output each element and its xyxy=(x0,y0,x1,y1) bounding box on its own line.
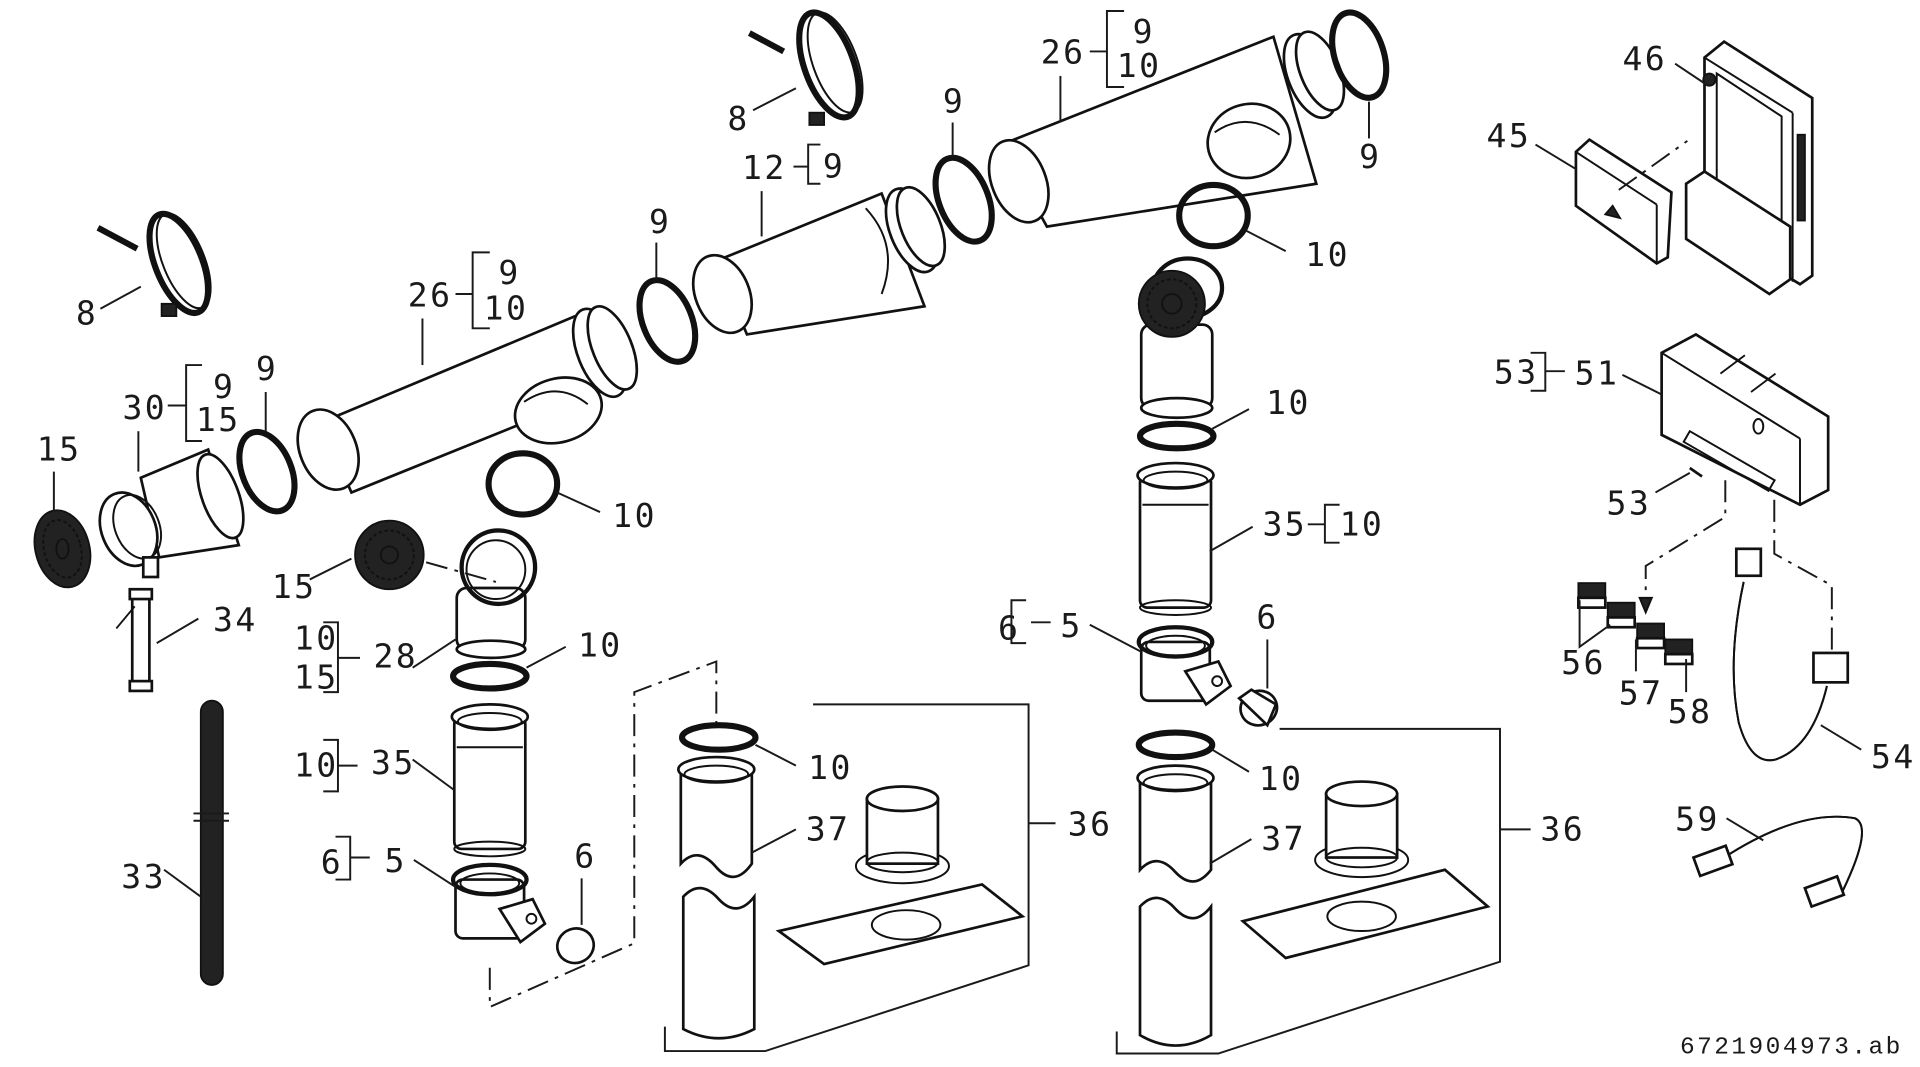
seal-ring-9 xyxy=(636,277,699,365)
callout-26-left-sub-10: 10 xyxy=(484,289,529,328)
callout-51-sub-53: 53 xyxy=(1494,352,1539,391)
seal-ring-10 xyxy=(1135,729,1216,761)
elbow-right-with-grille xyxy=(1137,256,1225,420)
clamp-8-left xyxy=(96,210,212,317)
roof-kit-36-right xyxy=(1240,780,1491,960)
connector-57 xyxy=(1635,622,1666,650)
callout-26-left: 26 xyxy=(408,275,453,314)
callout-15-mid: 15 xyxy=(272,567,317,606)
seal-ring-10 xyxy=(485,450,561,518)
seal-ring-9 xyxy=(1329,9,1390,101)
callout-28-sub-10: 10 xyxy=(294,618,339,657)
callout-6-left: 6 xyxy=(574,836,596,875)
roof-kit-36-left xyxy=(775,785,1026,966)
connector-58 xyxy=(1663,638,1694,666)
callout-5-left: 5 xyxy=(384,841,406,880)
callout-6-right: 6 xyxy=(1256,597,1278,636)
callout-15-left: 15 xyxy=(37,430,82,469)
callout-10-top-right: 10 xyxy=(1305,235,1350,274)
callout-37-right: 37 xyxy=(1261,819,1306,858)
connector-56b xyxy=(1606,601,1637,629)
callout-51: 51 xyxy=(1575,354,1620,393)
callout-34: 34 xyxy=(213,600,258,639)
callout-36-left: 36 xyxy=(1068,804,1113,843)
callout-8-top: 8 xyxy=(727,99,749,138)
adapter-5-left xyxy=(450,862,547,945)
cable-59 xyxy=(1691,815,1863,909)
drawing-reference-code: 6721904973.ab xyxy=(1680,1035,1903,1062)
callout-6-bracket-right: 6 xyxy=(998,608,1020,647)
callout-9-left: 9 xyxy=(256,349,278,388)
callout-33: 33 xyxy=(121,857,166,896)
callout-37-left: 37 xyxy=(806,809,851,848)
grille-15-left xyxy=(33,509,92,589)
callout-26-left-sub-9: 9 xyxy=(498,253,520,292)
callout-45: 45 xyxy=(1487,116,1532,155)
condensate-drain-34 xyxy=(115,587,154,693)
callout-30-sub-9: 9 xyxy=(213,367,235,406)
seal-ring-10 xyxy=(1136,420,1217,452)
callout-30: 30 xyxy=(122,388,167,427)
module-51 xyxy=(1660,332,1830,507)
drain-hose-33 xyxy=(193,699,229,986)
callout-12: 12 xyxy=(742,148,787,187)
callout-59: 59 xyxy=(1675,800,1720,839)
seal-ring-10 xyxy=(450,660,530,692)
callout-46: 46 xyxy=(1622,39,1667,78)
callout-58: 58 xyxy=(1668,692,1713,731)
callout-56: 56 xyxy=(1561,643,1606,682)
pipe-37-left xyxy=(677,755,756,1040)
callout-35-left-sub-10: 10 xyxy=(294,746,339,785)
callout-36-right: 36 xyxy=(1540,809,1585,848)
control-box-46 xyxy=(1684,39,1814,296)
connector-56a xyxy=(1577,582,1607,609)
t-piece-26-left xyxy=(296,305,639,495)
callout-28-sub-15: 15 xyxy=(294,657,339,696)
callout-9-mid-left: 9 xyxy=(649,202,671,241)
t-piece-26-right xyxy=(987,30,1346,229)
callout-5-right: 5 xyxy=(1060,606,1082,645)
callout-10-left-2: 10 xyxy=(578,626,623,665)
callout-10-right-3: 10 xyxy=(1259,759,1304,798)
cap-6-right xyxy=(1237,688,1279,728)
cable-54 xyxy=(1732,547,1850,762)
callout-35-right: 35 xyxy=(1262,504,1307,543)
callout-10-mid: 10 xyxy=(808,748,853,787)
callout-8-left: 8 xyxy=(76,294,98,333)
seal-ring-9 xyxy=(236,428,298,515)
seal-ring-10 xyxy=(678,722,759,753)
adapter-5-right xyxy=(1136,625,1233,707)
callout-26-right: 26 xyxy=(1041,33,1086,72)
callout-28: 28 xyxy=(373,637,418,676)
callout-6-bracket-left: 6 xyxy=(321,842,343,881)
callout-57: 57 xyxy=(1619,673,1664,712)
elbow-28-left xyxy=(455,528,538,660)
pipe-35-left xyxy=(450,703,530,858)
cover-45 xyxy=(1574,137,1673,265)
pipe-35-right xyxy=(1136,461,1215,616)
callout-9-mid-right: 9 xyxy=(943,82,965,121)
callout-12-sub-9: 9 xyxy=(823,147,845,186)
callout-53: 53 xyxy=(1607,484,1652,523)
callout-54: 54 xyxy=(1871,737,1916,776)
seal-ring-9 xyxy=(932,154,995,245)
clamp-8-top xyxy=(747,9,864,126)
callout-30-sub-15: 15 xyxy=(196,400,241,439)
cap-6-left xyxy=(555,927,596,965)
grille-15-mid xyxy=(354,519,425,591)
callout-9-right: 9 xyxy=(1359,137,1381,176)
callout-35-left: 35 xyxy=(371,743,416,782)
callout-10-right-2: 10 xyxy=(1266,383,1311,422)
air-flue-adapter-30 xyxy=(98,447,245,579)
callout-10-left-1: 10 xyxy=(612,496,657,535)
callout-35-right-sub-10: 10 xyxy=(1340,504,1385,543)
pipe-37-right xyxy=(1136,764,1215,1047)
seal-ring-10 xyxy=(1176,181,1251,250)
extension-tube-12 xyxy=(691,185,947,336)
callout-26-right-sub-9: 9 xyxy=(1133,12,1155,51)
callout-26-right-sub-10: 10 xyxy=(1117,46,1162,85)
